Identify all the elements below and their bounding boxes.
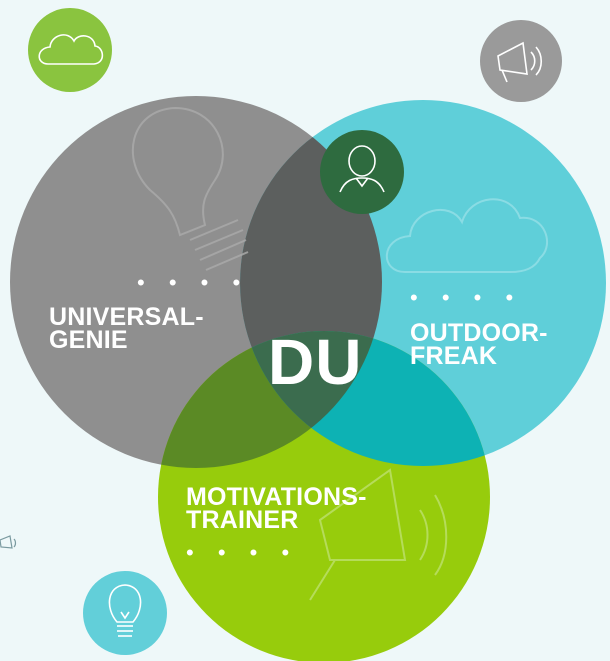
small-megaphone-icon xyxy=(0,535,17,549)
dots-universalgenie: • • • • xyxy=(137,270,250,295)
label-motivationstrainer-line1: MOTIVATIONS- xyxy=(186,483,367,511)
label-universalgenie-line1: UNIVERSAL- xyxy=(49,303,204,331)
center-label-du: DU xyxy=(268,326,363,398)
overlap-gray-green xyxy=(158,331,382,468)
cloud-icon-badge xyxy=(28,8,112,92)
label-universalgenie: UNIVERSAL- GENIE xyxy=(49,303,204,354)
label-universalgenie-line2: GENIE xyxy=(49,326,128,354)
label-outdoorfreak-line1: OUTDOOR- xyxy=(410,319,548,347)
megaphone-outline-decoration xyxy=(309,468,448,601)
lightbulb-icon xyxy=(108,584,142,637)
label-outdoorfreak-line2: FREAK xyxy=(410,342,498,370)
label-outdoorfreak: OUTDOOR- FREAK xyxy=(410,319,548,370)
dots-outdoorfreak: • • • • xyxy=(410,285,523,310)
cloud-outline-decoration xyxy=(385,198,549,273)
lightbulb-outline-decoration xyxy=(131,106,249,271)
lightbulb-icon-badge xyxy=(83,571,167,655)
megaphone-icon xyxy=(497,41,543,83)
label-motivationstrainer: MOTIVATIONS- TRAINER xyxy=(186,483,367,534)
megaphone-icon-badge xyxy=(480,20,562,102)
cloud-icon xyxy=(38,34,104,65)
dots-motivationstrainer: • • • • xyxy=(186,540,299,565)
label-motivationstrainer-line2: TRAINER xyxy=(186,506,299,534)
person-icon-badge xyxy=(320,130,404,214)
person-icon xyxy=(339,145,385,193)
